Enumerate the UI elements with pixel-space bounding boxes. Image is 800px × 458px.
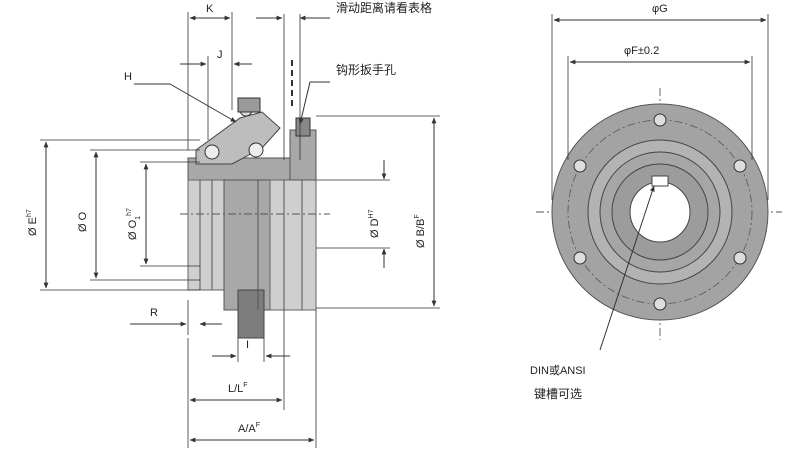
label-r: R [150, 307, 158, 319]
label-o: Ø O [77, 211, 89, 232]
label-a: A/AF [238, 422, 260, 435]
bolt-hole [573, 251, 587, 265]
lever-pin-2 [248, 142, 264, 158]
label-f: φF±0.2 [624, 45, 659, 57]
hub-section [223, 179, 271, 311]
side-view: K 滑动距离请看表格 J H 钩形扳手孔 Ø Eh7 Ø O [26, 0, 440, 448]
label-h: H [124, 71, 132, 83]
label-i: I [246, 339, 249, 351]
label-g: φG [652, 3, 668, 15]
label-d: Ø DH7 [368, 209, 381, 238]
lever-pin-1 [204, 144, 220, 160]
label-k: K [206, 3, 214, 15]
label-e: Ø Eh7 [26, 209, 39, 236]
bolt-hole [653, 297, 667, 311]
label-o1: Ø O1h7 [126, 208, 142, 240]
label-hook: 钩形扳手孔 [336, 63, 396, 77]
top-block [237, 97, 261, 113]
label-j: J [217, 49, 223, 61]
label-b: Ø B/BF [414, 214, 427, 248]
keyway [651, 175, 669, 187]
label-sliding: 滑动距离请看表格 [336, 0, 432, 15]
nut-section [289, 129, 317, 181]
bolt-hole [733, 159, 747, 173]
bolt-hole [573, 159, 587, 173]
hook-block [295, 117, 311, 137]
label-keyway: 键槽可选 [534, 387, 582, 401]
bolt-hole [733, 251, 747, 265]
label-din: DIN或ANSI [530, 364, 586, 377]
bolt-hole [653, 113, 667, 127]
front-view: φG φF±0.2 DIN或ANSI 键槽可选 [530, 3, 782, 401]
sleeve-section [269, 179, 317, 311]
label-l: L/LF [228, 382, 248, 395]
housing-main [187, 179, 225, 291]
flange-section [237, 289, 265, 339]
